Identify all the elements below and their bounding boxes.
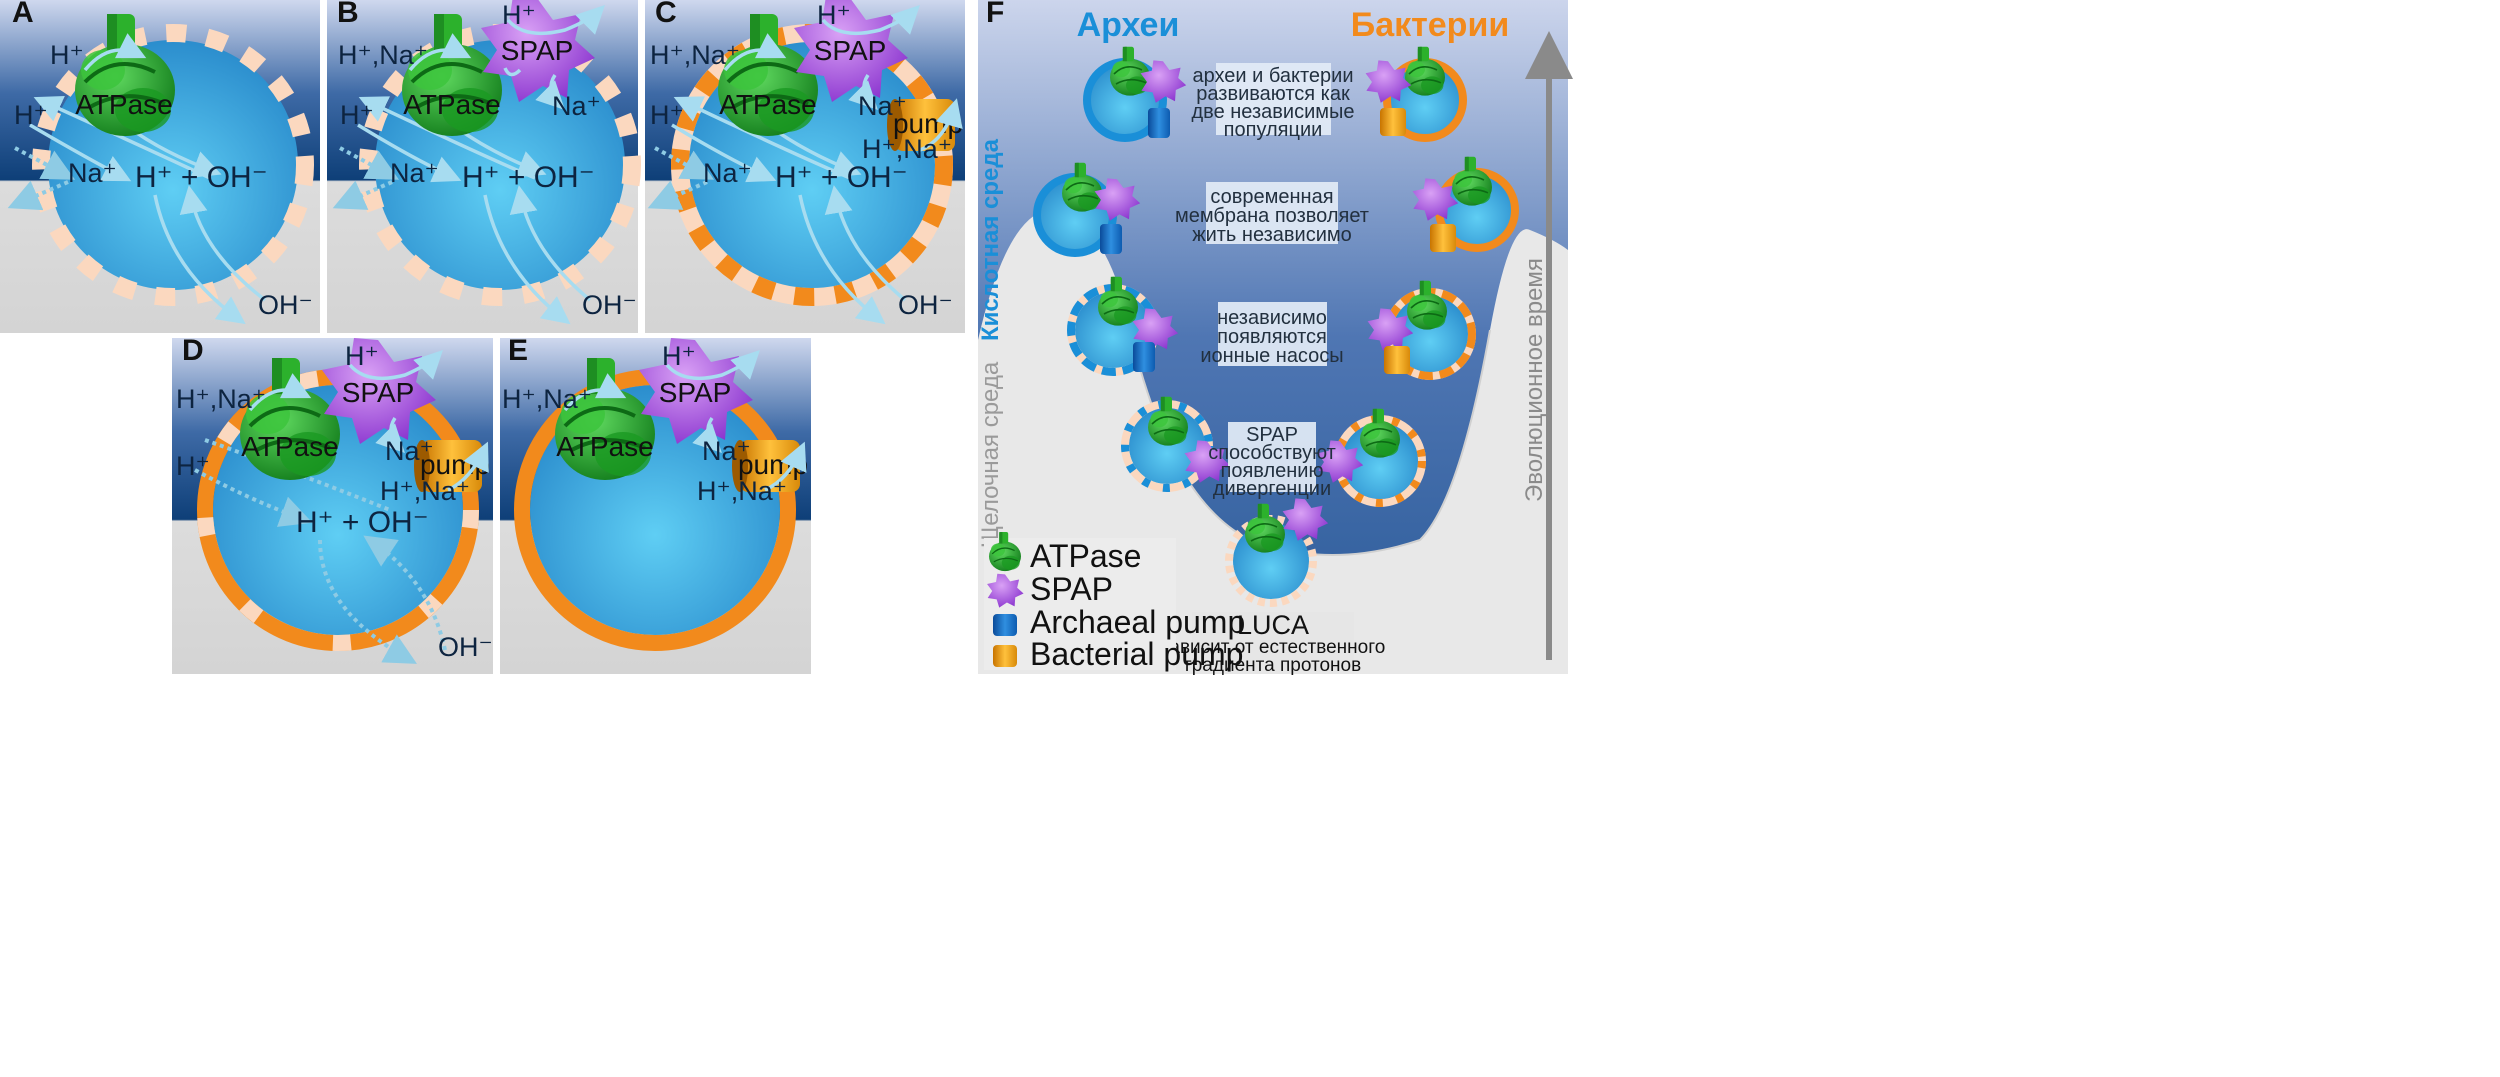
archaea-title: Археи: [1077, 6, 1180, 44]
panel-label-e: E: [508, 334, 528, 367]
note-box-4: SPAP способствуют появлению дивергенции: [1208, 422, 1336, 500]
spap-ion-na: Na⁺: [552, 91, 601, 121]
svg-text:жить независимо: жить независимо: [1192, 224, 1352, 246]
spap-ion-h: H⁺: [502, 0, 536, 30]
pump-ion-out: H⁺,Na⁺: [380, 476, 470, 506]
spap-ion-na: Na⁺: [702, 436, 751, 466]
archaea-cell-3: [1067, 275, 1179, 376]
ion-na: Na⁺: [68, 158, 117, 188]
svg-text:способствуют: способствуют: [1208, 442, 1336, 464]
ion-h-na: H⁺,Na⁺: [338, 40, 428, 70]
ion-h-left: H⁺: [176, 451, 210, 481]
luca-box: LUCA зависит от естественного градиента …: [1161, 610, 1386, 676]
panel-label-d: D: [182, 334, 204, 367]
svg-text:современная: современная: [1210, 186, 1333, 208]
atpase-label: ATPase: [403, 89, 501, 120]
ion-oh: OH⁻: [258, 290, 313, 320]
legend: ATPase SPAP Archaeal pump Bacterial pump: [984, 531, 1245, 672]
panel-b: ATPase SPAP B H⁺,Na⁺ H⁺ Na⁺ H⁺ Na⁺ H⁺ + …: [327, 0, 641, 333]
ion-oh: OH⁻: [582, 290, 637, 320]
bacteria-cell-1: [1365, 45, 1467, 142]
svg-text:градиента протонов: градиента протонов: [1185, 655, 1361, 676]
alkaline-label: Щелочная среда: [977, 361, 1004, 548]
legend-archaeal-pump-icon: [993, 614, 1017, 636]
ion-h: H⁺: [50, 40, 84, 70]
spap-label: SPAP: [659, 377, 732, 408]
svg-text:появляются: появляются: [1217, 326, 1327, 348]
archaea-cell-2: [1033, 162, 1141, 257]
ion-h-left: H⁺: [650, 100, 684, 130]
legend-archaeal-pump: Archaeal pump: [1030, 604, 1245, 640]
evolution-label: Эволюционное время: [1521, 258, 1548, 502]
ion-na: Na⁺: [703, 158, 752, 188]
archaea-cell-4: [1121, 395, 1231, 492]
ion-na: Na⁺: [390, 158, 439, 188]
center-reaction: H⁺ + OH⁻: [135, 161, 268, 194]
svg-text:развиваются как: развиваются как: [1196, 83, 1350, 105]
spap-label: SPAP: [342, 377, 415, 408]
spap-ion-h: H⁺: [662, 341, 696, 371]
svg-text:SPAP: SPAP: [1246, 424, 1298, 446]
panel-f: F Археи Бактерии Кислотная среда Щелочна…: [977, 0, 1573, 676]
archaea-cell-1: [1083, 45, 1187, 142]
spap-ion-na: Na⁺: [858, 91, 907, 121]
ion-h-na: H⁺,Na⁺: [502, 384, 592, 414]
bacteria-cell-2: [1412, 156, 1519, 252]
svg-text:дивергенции: дивергенции: [1213, 478, 1331, 500]
svg-text:LUCA: LUCA: [1237, 610, 1309, 640]
pump-ion-out: H⁺,Na⁺: [862, 134, 952, 164]
spap-ion-h: H⁺: [345, 341, 379, 371]
note-box-2: современная мембрана позволяет жить неза…: [1175, 182, 1369, 246]
svg-text:зависит от естественного: зависит от естественного: [1161, 637, 1386, 658]
bacteria-title: Бактерии: [1351, 6, 1510, 44]
svg-text:две независимые: две независимые: [1192, 101, 1355, 123]
spap-ion-h: H⁺: [817, 0, 851, 30]
note-box-1: археи и бактерии развиваются как две нез…: [1192, 63, 1355, 141]
spap-label: SPAP: [814, 35, 887, 66]
legend-spap: SPAP: [1030, 571, 1113, 607]
svg-text:археи и бактерии: археи и бактерии: [1193, 65, 1354, 87]
svg-text:независимо: независимо: [1217, 307, 1327, 329]
center-reaction: H⁺ + OH⁻: [775, 161, 908, 194]
legend-bacterial-pump-icon: [993, 645, 1017, 667]
panel-label-c: C: [655, 0, 677, 29]
panel-label-b: B: [337, 0, 359, 29]
svg-text:популяции: популяции: [1224, 119, 1323, 141]
legend-bacterial-pump: Bacterial pump: [1030, 636, 1243, 672]
center-reaction: H⁺ + OH⁻: [296, 506, 429, 539]
panel-d: ATPase SPAP pump D H⁺,Na⁺ H⁺ H⁺ Na⁺ H⁺,N…: [172, 334, 493, 674]
svg-text:появлению: появлению: [1221, 460, 1324, 482]
legend-atpase: ATPase: [1030, 538, 1141, 574]
bacteria-cell-4: [1317, 407, 1426, 507]
panel-c: ATPase SPAP pump C H⁺,Na⁺ H⁺ Na⁺ H⁺ Na⁺ …: [645, 0, 965, 333]
ion-oh: OH⁻: [438, 632, 493, 662]
spap-label: SPAP: [501, 35, 574, 66]
ion-h-na: H⁺,Na⁺: [650, 40, 740, 70]
spap-ion-na: Na⁺: [385, 436, 434, 466]
panel-e: ATPase SPAP pump E H⁺,Na⁺ H⁺ Na⁺ H⁺,Na⁺: [500, 334, 811, 674]
panel-label-a: A: [12, 0, 34, 29]
acid-label: Кислотная среда: [977, 138, 1004, 341]
ion-h-left: H⁺: [14, 100, 48, 130]
ion-h-left: H⁺: [340, 100, 374, 130]
panel-a: ATPase A H⁺ H⁺ Na⁺ H⁺ + OH⁻ OH⁻: [0, 0, 320, 333]
pump-ion-out: H⁺,Na⁺: [697, 476, 787, 506]
atpase-label: ATPase: [556, 431, 654, 462]
svg-text:ионные насосы: ионные насосы: [1200, 345, 1343, 367]
panel-label-f: F: [986, 0, 1004, 29]
bacteria-cell-3: [1367, 279, 1476, 380]
ion-h-na: H⁺,Na⁺: [176, 384, 266, 414]
luca-cell: [1225, 498, 1329, 607]
center-reaction: H⁺ + OH⁻: [462, 161, 595, 194]
note-box-3: независимо появляются ионные насосы: [1200, 302, 1344, 367]
ion-oh: OH⁻: [898, 290, 953, 320]
atpase-label: ATPase: [719, 89, 817, 120]
atpase-label: ATPase: [241, 431, 339, 462]
svg-text:мембрана позволяет: мембрана позволяет: [1175, 205, 1369, 227]
atpase-label: ATPase: [75, 89, 173, 120]
